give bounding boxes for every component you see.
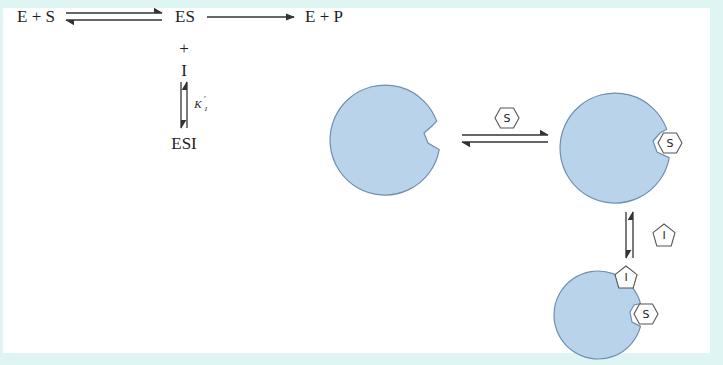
inhibitor-term: I	[181, 62, 187, 79]
molecule-letter: S	[504, 113, 511, 124]
node-text-box: I	[614, 265, 638, 289]
substrate-hexagon: S	[657, 132, 683, 154]
molecule-letter: I	[624, 272, 627, 283]
inhibitor-pentagon: I	[652, 223, 676, 247]
molecule-letter: S	[667, 138, 674, 149]
prime-mark: ′	[204, 95, 206, 104]
equation-term: ES	[175, 8, 195, 25]
node-text-box: S	[657, 132, 683, 154]
constant-symbol: K	[194, 99, 201, 110]
substrate-hexagon: S	[494, 107, 520, 129]
plus-sign: +	[179, 40, 189, 57]
equation-term: ESI	[171, 135, 197, 152]
equation-term: E + P	[305, 8, 343, 25]
substrate-hexagon: S	[633, 303, 659, 325]
node-text-box: S	[494, 107, 520, 129]
equation-term: E + S	[17, 8, 55, 25]
node-text-box: S	[633, 303, 659, 325]
molecule-letter: S	[643, 309, 650, 320]
inhibitor-pentagon: I	[614, 265, 638, 289]
molecule-letter: I	[662, 230, 665, 241]
node-text-box: I	[652, 223, 676, 247]
constant-subscript: I	[205, 106, 207, 113]
